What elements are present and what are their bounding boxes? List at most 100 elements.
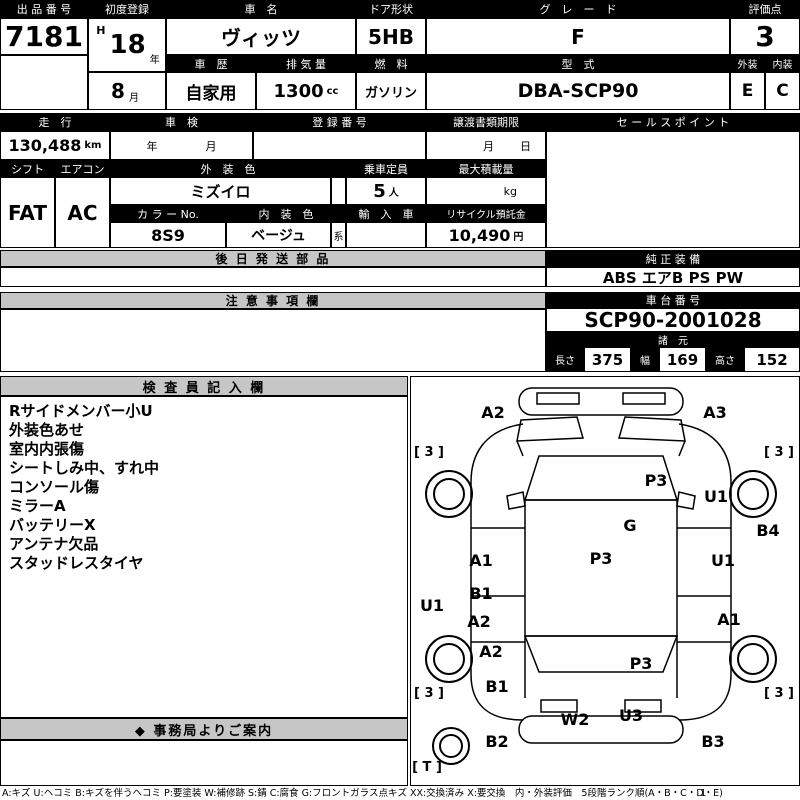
month-unit-label: 月 xyxy=(128,93,139,104)
damage-code-label: U1 xyxy=(711,551,735,570)
transfer-day-unit: 日 xyxy=(520,139,531,153)
interior-grade-header: 内装 xyxy=(765,55,800,72)
damage-code-label: [ 3 ] xyxy=(764,686,794,701)
chassis-number-header: 車 台 番 号 xyxy=(546,292,800,308)
damage-code-label: P3 xyxy=(645,471,668,490)
damage-code-label: W2 xyxy=(561,710,590,729)
interior-color-suffix: 系 xyxy=(331,222,346,248)
capacity-value-cell: 5 人 xyxy=(346,177,426,205)
spare-tire-icon xyxy=(432,727,470,765)
displacement-value: 1300 xyxy=(273,80,324,102)
door-shape-header: ドア形状 xyxy=(356,0,426,18)
damage-code-label: A1 xyxy=(469,551,493,570)
spec-header: 諸 元 xyxy=(546,332,800,347)
inspector-note-line: コンソール傷 xyxy=(9,478,100,496)
recycle-deposit-value: 10,490 xyxy=(448,225,511,245)
equipment-header: 純 正 装 備 xyxy=(546,250,800,267)
capacity-header: 乗車定員 xyxy=(346,160,426,177)
inspector-note-line: Rサイドメンバー小U xyxy=(9,402,153,420)
recycle-deposit-cell: 10,490 円 xyxy=(426,222,546,248)
office-info-header: ◆ 事務局よりご案内 xyxy=(0,718,408,740)
first-registration-month-cell: 8 月 xyxy=(88,72,166,110)
max-load-cell: kg xyxy=(426,177,546,205)
displacement-unit: cc xyxy=(326,85,339,97)
inspection-header: 車 検 xyxy=(110,113,253,131)
capacity-unit: 人 xyxy=(388,187,399,199)
height-label: 高さ xyxy=(706,347,744,372)
damage-code-label: B4 xyxy=(756,521,779,540)
fuel-value: ガソリン xyxy=(356,72,426,110)
color-no-value: 8S9 xyxy=(110,222,226,248)
registration-number-blank xyxy=(253,131,426,160)
damage-code-label: U3 xyxy=(619,706,643,725)
left-mirror-icon xyxy=(506,491,526,510)
inspector-note-line: シートしみ中、すれ中 xyxy=(9,459,160,477)
legend-text: A:キズ U:ヘコミ B:キズを伴うヘコミ P:要塗装 W:補修跡 S:錆 C:… xyxy=(2,788,723,799)
page-number: 1 xyxy=(700,788,707,799)
car-name-header: 車 名 xyxy=(166,0,356,18)
damage-code-label: B2 xyxy=(485,732,508,751)
sales-point-header: セ ー ル ス ポ イ ン ト xyxy=(546,113,800,131)
inspection-month-unit: 月 xyxy=(205,139,217,153)
door-shape-value: 5HB xyxy=(356,18,426,55)
sales-point-area xyxy=(546,131,800,248)
office-info-blank xyxy=(0,740,408,786)
chassis-number-value: SCP90-2001028 xyxy=(546,308,800,332)
right-mirror-icon xyxy=(676,491,696,510)
equipment-value: ABS エアB PS PW xyxy=(546,267,800,287)
inspection-year-unit: 年 xyxy=(146,139,158,153)
damage-code-label: A1 xyxy=(717,610,741,629)
damage-code-label: U1 xyxy=(420,596,444,615)
exterior-grade-value: E xyxy=(730,72,765,110)
car-history-value: 自家用 xyxy=(166,72,256,110)
year-unit-label: 年 xyxy=(149,55,160,66)
transfer-deadline-cell: 月 日 xyxy=(426,131,546,160)
damage-code-label: G xyxy=(623,516,636,535)
registration-number-header: 登 録 番 号 xyxy=(253,113,426,131)
inspector-note-line: アンテナ欠品 xyxy=(9,535,99,553)
recycle-deposit-unit: 円 xyxy=(513,231,524,243)
caution-header: 注 意 事 項 欄 xyxy=(0,292,546,309)
caution-blank xyxy=(0,309,546,372)
mileage-header: 走 行 xyxy=(0,113,110,131)
length-value: 375 xyxy=(584,347,631,372)
car-body-outline xyxy=(470,387,732,744)
model-code-value: DBA-SCP90 xyxy=(426,72,730,110)
inspector-note-line: ミラーA xyxy=(9,497,66,515)
inspector-note-line: スタッドレスタイヤ xyxy=(9,554,144,572)
length-label: 長さ xyxy=(546,347,584,372)
color-no-header: カ ラ ー No. xyxy=(110,205,226,222)
fuel-header: 燃 料 xyxy=(356,55,426,72)
damage-code-label: P3 xyxy=(590,549,613,568)
inspection-value-cell: 年 月 xyxy=(110,131,253,160)
damage-code-label: B3 xyxy=(701,732,724,751)
lot-number-blank-cell xyxy=(0,55,88,110)
import-car-header: 輸 入 車 xyxy=(346,205,426,222)
shift-value: FAT xyxy=(0,177,55,248)
damage-code-label: [ 3 ] xyxy=(414,686,444,701)
displacement-header: 排 気 量 xyxy=(256,55,356,72)
inspector-note-line: 外装色あせ xyxy=(9,421,85,439)
interior-grade-value: C xyxy=(765,72,800,110)
displacement-value-cell: 1300 cc xyxy=(256,72,356,110)
exterior-color-header: 外 装 色 xyxy=(110,160,346,177)
grade-header: グ レ ー ド xyxy=(426,0,730,18)
damage-code-label: A2 xyxy=(479,642,503,661)
max-load-header: 最大積載量 xyxy=(426,160,546,177)
grade-value: F xyxy=(426,18,730,55)
score-value: 3 xyxy=(730,18,800,55)
era-letter: H xyxy=(96,24,106,37)
exterior-color-suffix-cell xyxy=(331,177,346,205)
first-registration-year-cell: H 18 年 xyxy=(88,18,166,72)
first-registration-year: 18 xyxy=(109,30,146,60)
mileage-value-cell: 130,488 km xyxy=(0,131,110,160)
car-name-value: ヴィッツ xyxy=(166,18,356,55)
inspector-note-line: バッテリーX xyxy=(9,516,96,534)
max-load-unit: kg xyxy=(503,184,517,198)
model-code-header: 型 式 xyxy=(426,55,730,72)
damage-code-label: B1 xyxy=(469,584,492,603)
